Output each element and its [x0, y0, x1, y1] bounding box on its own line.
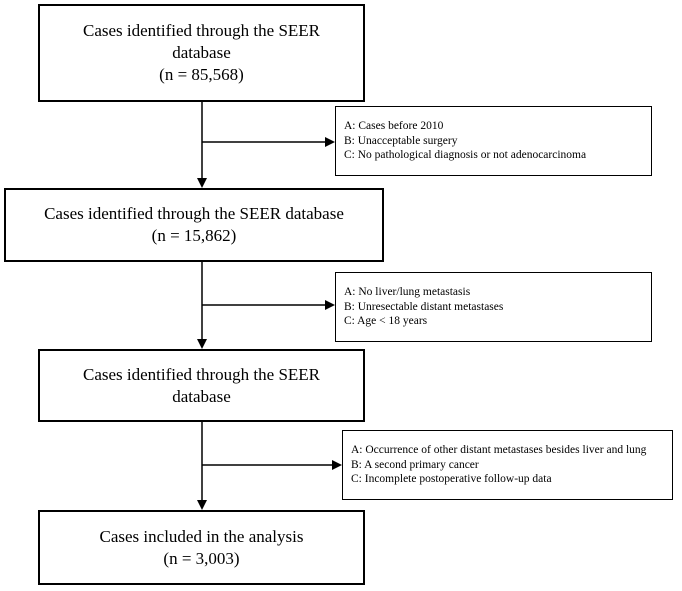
exclusion-box-3: A: Occurrence of other distant metastase… [342, 430, 673, 500]
exclusion-2-line-a: A: No liver/lung metastasis [344, 286, 471, 299]
exclusion-3-line-b: B: A second primary cancer [351, 458, 479, 471]
exclusion-2-line-b: B: Unresectable distant metastases [344, 300, 504, 313]
exclusion-1-line-a: A: Cases before 2010 [344, 120, 444, 133]
step-box-3: Cases identified through the SEER databa… [38, 349, 365, 422]
exclusion-box-1: A: Cases before 2010 B: Unacceptable sur… [335, 106, 652, 176]
step-3-line-2: database [172, 386, 231, 406]
exclusion-1-line-c: C: No pathological diagnosis or not aden… [344, 149, 587, 162]
step-2-line-1: Cases identified through the SEER databa… [44, 204, 344, 223]
exclusion-1-line-b: B: Unacceptable surgery [344, 134, 458, 147]
step-3-line-1: Cases identified through the SEER [82, 364, 321, 384]
step-box-2: Cases identified through the SEER databa… [4, 188, 384, 262]
step-4-line-2: (n = 3,003) [163, 548, 240, 568]
exclusion-2-line-c: C: Age < 18 years [344, 315, 428, 328]
exclusion-box-2: A: No liver/lung metastasis B: Unresecta… [335, 272, 652, 342]
step-1-line-3: (n = 85,568) [159, 65, 244, 84]
step-2-line-2: (n = 15,862) [151, 226, 237, 245]
step-1-line-1: Cases identified through the SEER [82, 21, 321, 40]
exclusion-3-line-a: A: Occurrence of other distant metastase… [351, 444, 647, 457]
step-box-4: Cases included in the analysis (n = 3,00… [38, 510, 365, 585]
step-1-line-2: database [172, 43, 231, 62]
step-4-line-1: Cases included in the analysis [99, 526, 304, 546]
step-box-1: Cases identified through the SEER databa… [38, 4, 365, 102]
exclusion-3-line-c: C: Incomplete postoperative follow-up da… [351, 473, 552, 486]
